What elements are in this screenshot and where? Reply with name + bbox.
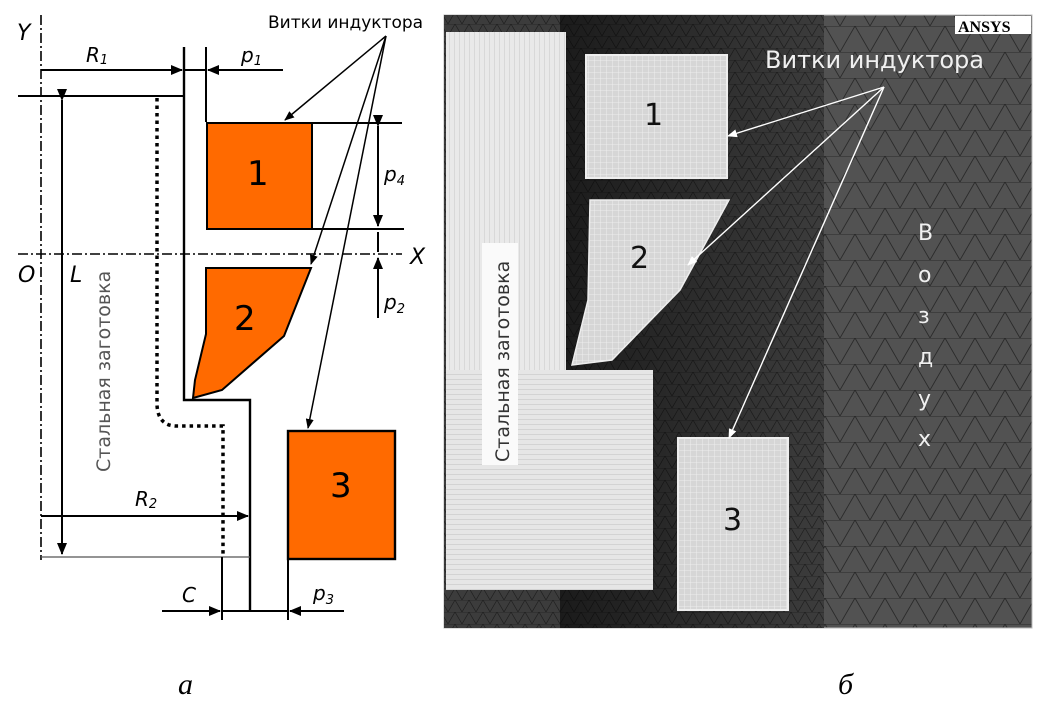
dim-p4-label: p4 [383, 162, 405, 189]
panel-b-mesh: Стальная заготовка 1 2 3 Витки индуктора… [443, 14, 1033, 629]
workpiece-label-box [482, 243, 518, 465]
panel-a-schematic: Витки индуктора Y X O L R1 p1 p4 p2 R2 C… [17, 13, 426, 620]
mesh-turn-2 [571, 199, 731, 366]
caption-b: б [838, 668, 854, 701]
air-letter: х [918, 427, 931, 452]
mesh-turn-1 [585, 54, 728, 179]
caption-a: а [178, 668, 193, 701]
turn-2-label: 2 [234, 299, 256, 339]
air-letter: В [918, 221, 933, 246]
air-letter: з [918, 304, 930, 329]
callout-title-a: Витки индуктора [268, 13, 423, 33]
ansys-logo: ANSYS [958, 19, 1011, 36]
workpiece-label-a: Стальная заготовка [93, 271, 115, 472]
dim-l-label: L [70, 263, 82, 288]
turn-3-label: 3 [330, 466, 352, 506]
mesh-turn-2-label: 2 [630, 241, 649, 276]
mesh-turn-1-label: 1 [644, 98, 663, 133]
air-label: В о з д у х [918, 221, 933, 452]
callout-arrow-turn-1 [284, 35, 387, 121]
mesh-callout-arrow-2 [687, 86, 885, 266]
axis-x-label: X [409, 245, 426, 270]
inductor-turn-1 [206, 122, 313, 230]
air-letter: д [918, 345, 933, 370]
origin-label: O [18, 263, 35, 288]
dim-p3-label: p3 [312, 581, 334, 608]
dim-c-label: C [182, 583, 196, 607]
mesh-turn-3-label: 3 [723, 503, 742, 538]
turn-1-label: 1 [247, 154, 269, 194]
callout-arrow-turn-2 [310, 35, 387, 265]
hardened-layer-dotted [155, 98, 225, 557]
workpiece-profile [182, 47, 252, 612]
ansys-logo-box [955, 16, 1031, 34]
axis-y-label: Y [17, 21, 32, 46]
mesh-callout-arrow-3 [728, 86, 885, 439]
workpiece-lower-mesh [446, 370, 653, 590]
dim-p2-label: p2 [383, 290, 405, 317]
dim-r2-label: R2 [135, 487, 157, 512]
air-letter: о [918, 263, 931, 288]
mesh-callout-arrow-1 [727, 86, 885, 138]
callout-title-b: Витки индуктора [765, 46, 984, 74]
dim-p1-label: p1 [240, 43, 262, 69]
workpiece-label-b: Стальная заготовка [492, 261, 514, 462]
air-letter: у [918, 387, 931, 412]
inductor-turn-2 [191, 267, 313, 400]
callout-arrow-turn-3 [305, 35, 387, 429]
mesh-turn-3 [677, 437, 789, 611]
inductor-turn-3 [286, 429, 397, 561]
dim-r1-label: R1 [86, 43, 108, 68]
